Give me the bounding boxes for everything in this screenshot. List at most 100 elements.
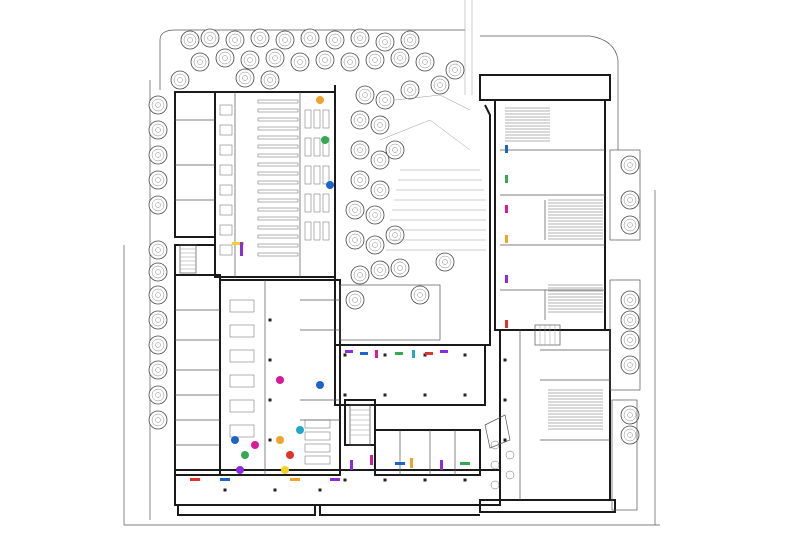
furniture-icon bbox=[304, 193, 312, 213]
furniture-icon bbox=[257, 135, 299, 140]
structural-columns bbox=[223, 318, 507, 492]
tree-icon bbox=[350, 170, 370, 190]
furniture-icon bbox=[229, 299, 255, 313]
furniture-icon bbox=[219, 104, 233, 116]
furniture-icon bbox=[460, 462, 470, 465]
column-icon bbox=[503, 358, 507, 362]
furniture-icon bbox=[505, 275, 508, 283]
furniture-icon bbox=[313, 137, 321, 157]
tree-icon bbox=[148, 145, 168, 165]
furniture-icon bbox=[257, 252, 299, 257]
column-icon bbox=[223, 488, 227, 492]
tree-icon bbox=[190, 52, 210, 72]
furniture-icon bbox=[322, 193, 330, 213]
tree-icon bbox=[620, 310, 640, 330]
furniture-icon bbox=[241, 451, 249, 459]
furniture-icon bbox=[350, 460, 353, 470]
stair-icon bbox=[349, 404, 371, 446]
furniture-icon bbox=[220, 478, 230, 481]
column-icon bbox=[318, 488, 322, 492]
furniture-icon bbox=[219, 144, 233, 156]
furniture-icon bbox=[257, 108, 299, 113]
tree-icon bbox=[400, 30, 420, 50]
furniture-icon bbox=[304, 431, 331, 441]
furniture-icon bbox=[219, 184, 233, 196]
furniture-icon bbox=[345, 350, 353, 353]
column-icon bbox=[343, 393, 347, 397]
tree-icon bbox=[148, 410, 168, 430]
furniture-icon bbox=[505, 145, 508, 153]
furniture-icon bbox=[219, 164, 233, 176]
stair-icon bbox=[484, 414, 511, 449]
column-icon bbox=[268, 318, 272, 322]
tree-icon bbox=[620, 155, 640, 175]
furniture-icon bbox=[395, 462, 405, 465]
tree-icon bbox=[620, 355, 640, 375]
building-walls bbox=[174, 74, 641, 516]
tree-icon bbox=[415, 52, 435, 72]
furniture-icon bbox=[229, 399, 255, 413]
furniture-icon bbox=[304, 419, 331, 429]
furniture-icon bbox=[304, 455, 331, 465]
furniture-icon bbox=[304, 443, 331, 453]
tree-icon bbox=[250, 28, 270, 48]
tree-icon bbox=[148, 360, 168, 380]
furniture-icon bbox=[236, 466, 244, 474]
furniture-icon bbox=[425, 352, 433, 355]
tree-icon bbox=[620, 290, 640, 310]
column-icon bbox=[268, 398, 272, 402]
tree-icon bbox=[340, 52, 360, 72]
furniture-icon bbox=[286, 451, 294, 459]
furniture-icon bbox=[281, 466, 289, 474]
furniture-icon bbox=[296, 426, 304, 434]
tree-icon bbox=[370, 150, 390, 170]
tree-icon bbox=[215, 48, 235, 68]
furniture-icon bbox=[370, 455, 373, 465]
tree-icon bbox=[400, 80, 420, 100]
column-icon bbox=[383, 478, 387, 482]
furniture-icon bbox=[240, 242, 243, 256]
tree-icon bbox=[315, 50, 335, 70]
tree-icon bbox=[200, 28, 220, 48]
tree-icon bbox=[148, 170, 168, 190]
furniture-icon bbox=[257, 180, 299, 185]
tree-icon bbox=[350, 265, 370, 285]
tree-icon bbox=[435, 252, 455, 272]
interior-partitions bbox=[175, 92, 610, 500]
tree-icon bbox=[148, 310, 168, 330]
furniture-icon bbox=[257, 99, 299, 104]
furniture-icon bbox=[505, 320, 508, 328]
furniture-icon bbox=[276, 376, 284, 384]
column-icon bbox=[273, 488, 277, 492]
column-icon bbox=[463, 478, 467, 482]
courtyard-steps bbox=[379, 94, 486, 251]
furniture-icon bbox=[313, 109, 321, 129]
column-icon bbox=[423, 478, 427, 482]
furniture-icon bbox=[395, 352, 403, 355]
furniture-icon bbox=[257, 198, 299, 203]
tree-icon bbox=[620, 190, 640, 210]
tree-icon bbox=[390, 258, 410, 278]
tree-icon bbox=[385, 225, 405, 245]
tree-icon bbox=[170, 70, 190, 90]
tree-icon bbox=[445, 60, 465, 80]
furniture-icon bbox=[304, 165, 312, 185]
column-icon bbox=[383, 353, 387, 357]
furniture-icon bbox=[257, 216, 299, 221]
tree-icon bbox=[148, 285, 168, 305]
tree-icon bbox=[365, 235, 385, 255]
tree-icon bbox=[375, 32, 395, 52]
furniture-icon bbox=[290, 478, 300, 481]
tree-icon bbox=[148, 95, 168, 115]
furniture-icon bbox=[304, 109, 312, 129]
column-icon bbox=[503, 438, 507, 442]
furniture-icon bbox=[412, 350, 415, 358]
column-icon bbox=[343, 478, 347, 482]
furniture-icon bbox=[257, 189, 299, 194]
furniture-icon bbox=[326, 181, 334, 189]
furniture-icon bbox=[219, 204, 233, 216]
tree-icon bbox=[265, 48, 285, 68]
column-icon bbox=[463, 353, 467, 357]
tree-icon bbox=[375, 90, 395, 110]
